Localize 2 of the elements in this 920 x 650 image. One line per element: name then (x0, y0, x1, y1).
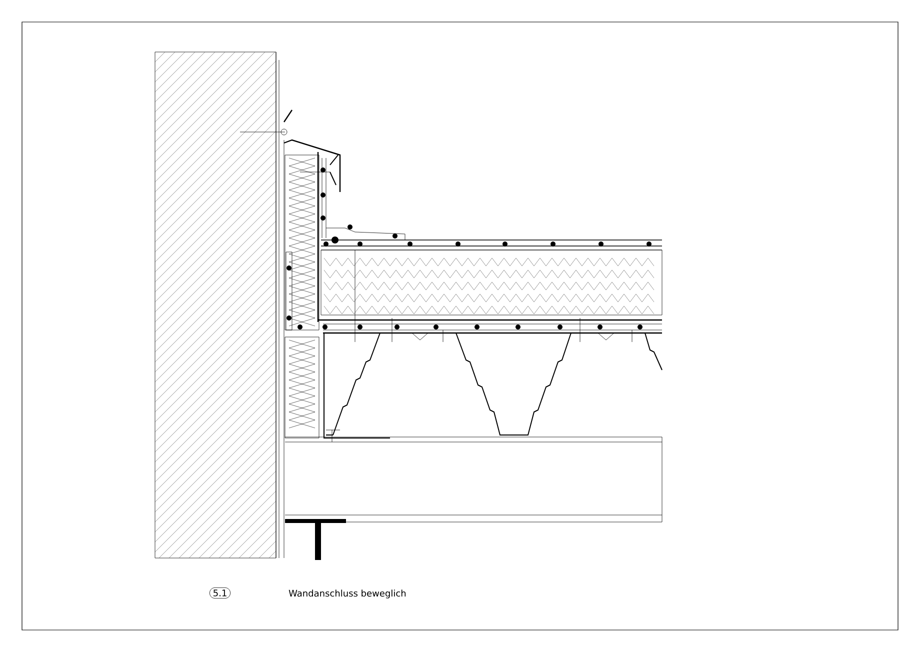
detail-title: Wandanschluss beweglich (288, 590, 406, 598)
detail-number: 5.1 (209, 587, 231, 599)
